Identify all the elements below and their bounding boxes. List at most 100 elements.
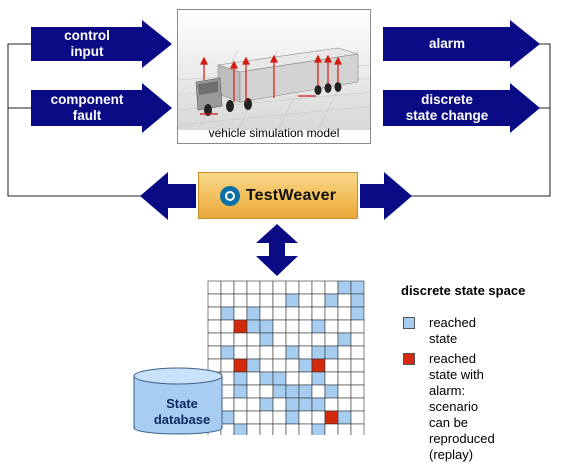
alarm-label: alarm <box>428 36 466 51</box>
grid-cell <box>272 397 287 412</box>
grid-cell-reached <box>220 345 235 360</box>
grid-cell <box>272 332 287 347</box>
control-input-arrowhead <box>142 20 172 68</box>
grid-cell <box>311 332 326 347</box>
alarm-swatch <box>403 353 415 365</box>
grid-cell-reached <box>246 358 261 373</box>
grid-cell <box>285 358 300 373</box>
grid-cell <box>337 319 352 334</box>
control-input-label: control input <box>64 28 110 59</box>
grid-cell <box>246 410 261 425</box>
grid-cell <box>259 293 274 308</box>
grid-cell-reached <box>350 293 365 308</box>
grid-cell <box>246 345 261 360</box>
discrete-state-change-box: discrete state change <box>383 90 511 126</box>
grid-cell-reached <box>298 358 313 373</box>
alarm-box: alarm <box>383 27 511 61</box>
grid-cell-reached <box>311 397 326 412</box>
grid-cell <box>324 423 339 435</box>
component-fault-box: component fault <box>31 90 143 126</box>
alarm-arrowhead <box>510 20 540 68</box>
component-fault-label: component fault <box>50 92 124 123</box>
grid-cell <box>272 410 287 425</box>
grid-cell-alarm <box>324 410 339 425</box>
grid-cell <box>324 332 339 347</box>
grid-cell <box>272 345 287 360</box>
grid-cell <box>350 371 365 386</box>
grid-cell-reached <box>311 345 326 360</box>
grid-cell <box>220 384 235 399</box>
grid-cell <box>350 423 365 435</box>
grid-cell <box>220 332 235 347</box>
grid-cell-reached <box>298 384 313 399</box>
grid-cell-reached <box>337 280 352 295</box>
vehicle-simulation-panel: vehicle simulation model <box>177 9 371 144</box>
grid-cell <box>285 332 300 347</box>
grid-cell <box>207 319 222 334</box>
grid-cell <box>259 384 274 399</box>
grid-cell-reached <box>285 293 300 308</box>
grid-cell-reached <box>233 423 248 435</box>
grid-cell-reached <box>233 384 248 399</box>
grid-cell <box>298 371 313 386</box>
grid-cell <box>220 358 235 373</box>
grid-cell <box>311 410 326 425</box>
component-fault-arrowhead <box>142 83 172 133</box>
grid-cell <box>207 280 222 295</box>
grid-cell <box>337 371 352 386</box>
grid-cell <box>233 280 248 295</box>
grid-cell <box>337 358 352 373</box>
right-input-arrow <box>360 172 412 220</box>
grid-cell <box>337 397 352 412</box>
grid-cell <box>246 332 261 347</box>
grid-cell <box>298 332 313 347</box>
grid-cell <box>350 384 365 399</box>
grid-cell <box>246 371 261 386</box>
grid-cell <box>285 423 300 435</box>
grid-cell <box>272 423 287 435</box>
grid-cell <box>298 423 313 435</box>
grid-cell <box>324 371 339 386</box>
grid-cell-reached <box>311 423 326 435</box>
grid-cell-reached <box>259 332 274 347</box>
grid-cell-reached <box>324 345 339 360</box>
grid-cell <box>285 319 300 334</box>
grid-cell <box>220 319 235 334</box>
grid-cell <box>350 410 365 425</box>
grid-cell <box>311 384 326 399</box>
grid-cell <box>259 358 274 373</box>
grid-cell <box>337 423 352 435</box>
double-vertical-arrow <box>256 224 298 276</box>
grid-cell-reached <box>350 306 365 321</box>
grid-cell-reached <box>272 371 287 386</box>
simulation-caption: vehicle simulation model <box>208 126 340 140</box>
grid-cell <box>207 332 222 347</box>
grid-cell <box>233 332 248 347</box>
grid-cell <box>298 306 313 321</box>
grid-cell-reached <box>220 306 235 321</box>
grid-cell-reached <box>324 384 339 399</box>
grid-cell-reached <box>298 397 313 412</box>
grid-cell <box>272 280 287 295</box>
grid-cell-reached <box>259 371 274 386</box>
grid-cell <box>207 306 222 321</box>
grid-cell-reached <box>233 371 248 386</box>
grid-cell <box>233 397 248 412</box>
grid-cell-reached <box>311 319 326 334</box>
grid-cell <box>298 410 313 425</box>
grid-cell <box>324 397 339 412</box>
grid-cell-reached <box>220 410 235 425</box>
grid-cell <box>311 306 326 321</box>
grid-cell <box>259 410 274 425</box>
grid-cell-reached <box>337 332 352 347</box>
testweaver-logo-icon <box>219 185 240 206</box>
grid-cell-reached <box>285 384 300 399</box>
grid-cell <box>350 358 365 373</box>
legend-title: discrete state space <box>401 283 526 298</box>
grid-cell <box>311 280 326 295</box>
grid-cell <box>285 306 300 321</box>
grid-cell <box>246 384 261 399</box>
grid-cell <box>220 423 235 435</box>
discrete-state-change-arrowhead <box>510 83 540 133</box>
grid-cell <box>246 423 261 435</box>
